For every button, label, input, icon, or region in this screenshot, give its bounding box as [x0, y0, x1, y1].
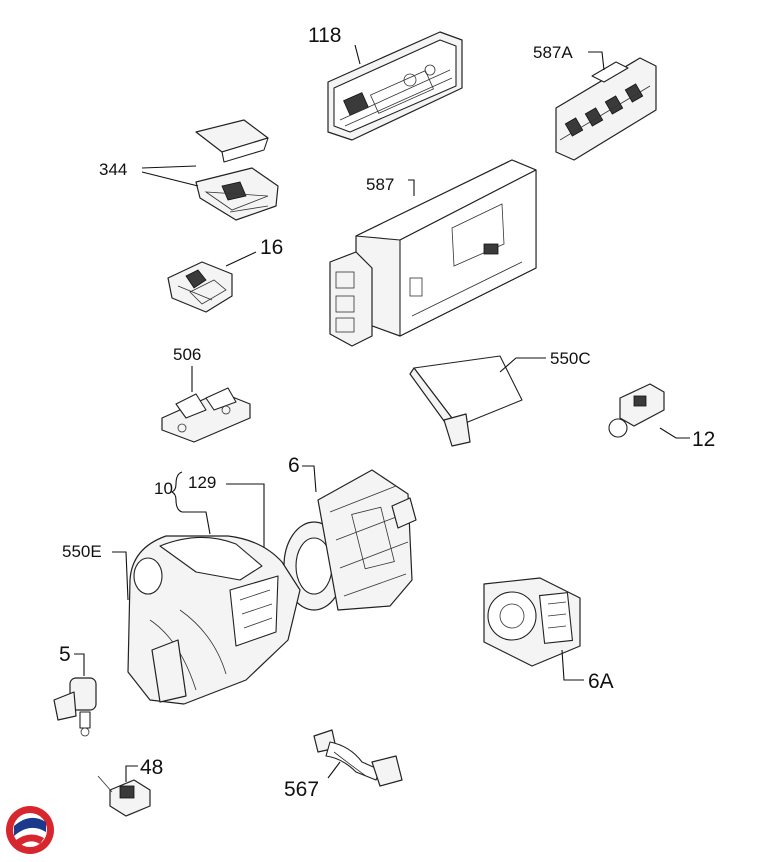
label-344: 344 — [99, 160, 127, 179]
part-118-control-board[interactable] — [327, 31, 463, 141]
leader-550C — [499, 357, 546, 373]
label-6: 6 — [288, 454, 300, 477]
leader-12 — [659, 427, 690, 439]
label-506: 506 — [173, 345, 201, 364]
label-587A: 587A — [533, 43, 573, 62]
part-550E-pump-housing[interactable] — [127, 535, 301, 705]
leader-567 — [327, 761, 341, 779]
leader-6A — [561, 649, 584, 681]
label-12: 12 — [692, 428, 715, 451]
leader-344 — [141, 165, 199, 187]
leader-587 — [408, 179, 415, 196]
label-550C: 550C — [550, 349, 591, 368]
part-6-circulation-pump[interactable] — [283, 469, 417, 611]
label-16: 16 — [260, 236, 283, 259]
leader-550E — [112, 551, 129, 601]
leader-6 — [302, 465, 317, 493]
leader-118 — [354, 44, 361, 65]
label-587: 587 — [366, 175, 394, 194]
brace-10 — [170, 471, 183, 513]
part-5-valve[interactable] — [53, 677, 97, 737]
label-550E: 550E — [62, 542, 102, 561]
part-587A-module[interactable] — [555, 57, 657, 161]
leader-5 — [74, 653, 85, 676]
leader-587A — [588, 51, 605, 71]
part-550C-air-duct[interactable] — [409, 355, 523, 447]
brand-logo-icon — [6, 806, 54, 854]
label-129: 129 — [188, 473, 216, 492]
leader-16 — [225, 251, 257, 267]
leader-129 — [226, 483, 265, 552]
part-506-bracket[interactable] — [161, 387, 251, 443]
part-6A-drain-pump[interactable] — [483, 577, 581, 667]
part-12-sensor[interactable] — [608, 383, 665, 438]
leader-10 — [182, 511, 211, 535]
leader-48 — [125, 765, 138, 782]
label-48: 48 — [140, 756, 163, 779]
label-5: 5 — [59, 643, 71, 666]
part-16-switch[interactable] — [167, 261, 233, 313]
part-48-sensor[interactable] — [97, 775, 151, 817]
label-567: 567 — [284, 778, 319, 801]
label-118: 118 — [308, 24, 341, 47]
label-6A: 6A — [588, 670, 614, 693]
part-587-main-module[interactable] — [329, 159, 537, 347]
part-567-wiring-bracket[interactable] — [313, 729, 403, 787]
label-10: 10 — [154, 479, 173, 498]
part-344-door-lock[interactable] — [195, 119, 279, 221]
